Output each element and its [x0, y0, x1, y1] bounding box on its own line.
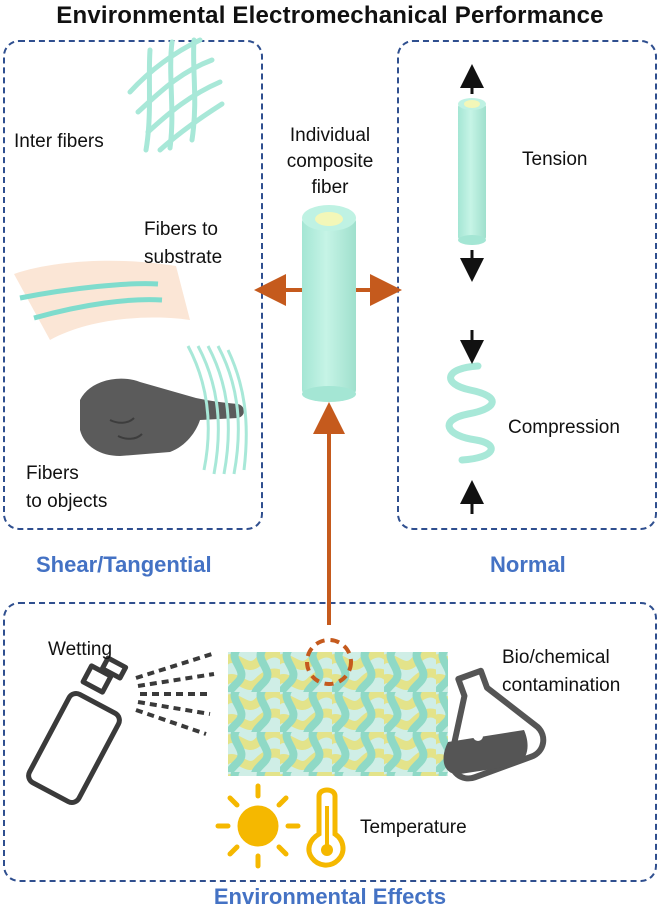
- wetting-label: Wetting: [48, 639, 113, 660]
- fiber-strands-icon: [186, 345, 248, 475]
- shear-tangential-caption: Shear/Tangential: [36, 552, 212, 577]
- fibers-to-objects-label-line1: Fibers: [26, 463, 79, 484]
- bio-chemical-label-line1: Bio/chemical: [502, 647, 610, 668]
- fiber-highlight-circle: [305, 638, 353, 686]
- woven-fabric-icon: [228, 652, 448, 776]
- composite-fiber-label-line2: composite: [286, 151, 374, 172]
- normal-caption: Normal: [490, 552, 566, 577]
- fibers-to-objects-label-line2: to objects: [26, 491, 108, 512]
- bio-chemical-label-line2: contamination: [502, 675, 621, 696]
- spray-bottle-icon: [26, 655, 129, 805]
- substrate-icon: [14, 260, 190, 340]
- tension-fiber-icon: [458, 98, 486, 245]
- thermometer-icon: [306, 787, 346, 868]
- composite-fiber-icon: [302, 205, 356, 402]
- tension-label: Tension: [522, 149, 588, 170]
- fibers-to-substrate-label-line1: Fibers to: [144, 219, 218, 240]
- fibers-to-substrate-label-line2: substrate: [144, 247, 223, 268]
- compression-label: Compression: [508, 417, 620, 438]
- flask-icon: [443, 667, 547, 782]
- composite-fiber-label-line1: Individual: [289, 125, 371, 146]
- diagram-title: Environmental Electromechanical Performa…: [56, 2, 604, 29]
- temperature-label: Temperature: [360, 817, 467, 838]
- fiber-mesh-icon: [127, 37, 225, 153]
- composite-fiber-label-line3: fiber: [311, 177, 349, 198]
- hand-icon: [80, 378, 244, 456]
- environmental-effects-caption: Environmental Effects: [213, 884, 447, 909]
- spray-mist-icon: [135, 652, 215, 736]
- compression-spring-icon: [445, 362, 496, 464]
- sun-icon: [215, 783, 301, 869]
- inter-fibers-label: Inter fibers: [14, 131, 104, 152]
